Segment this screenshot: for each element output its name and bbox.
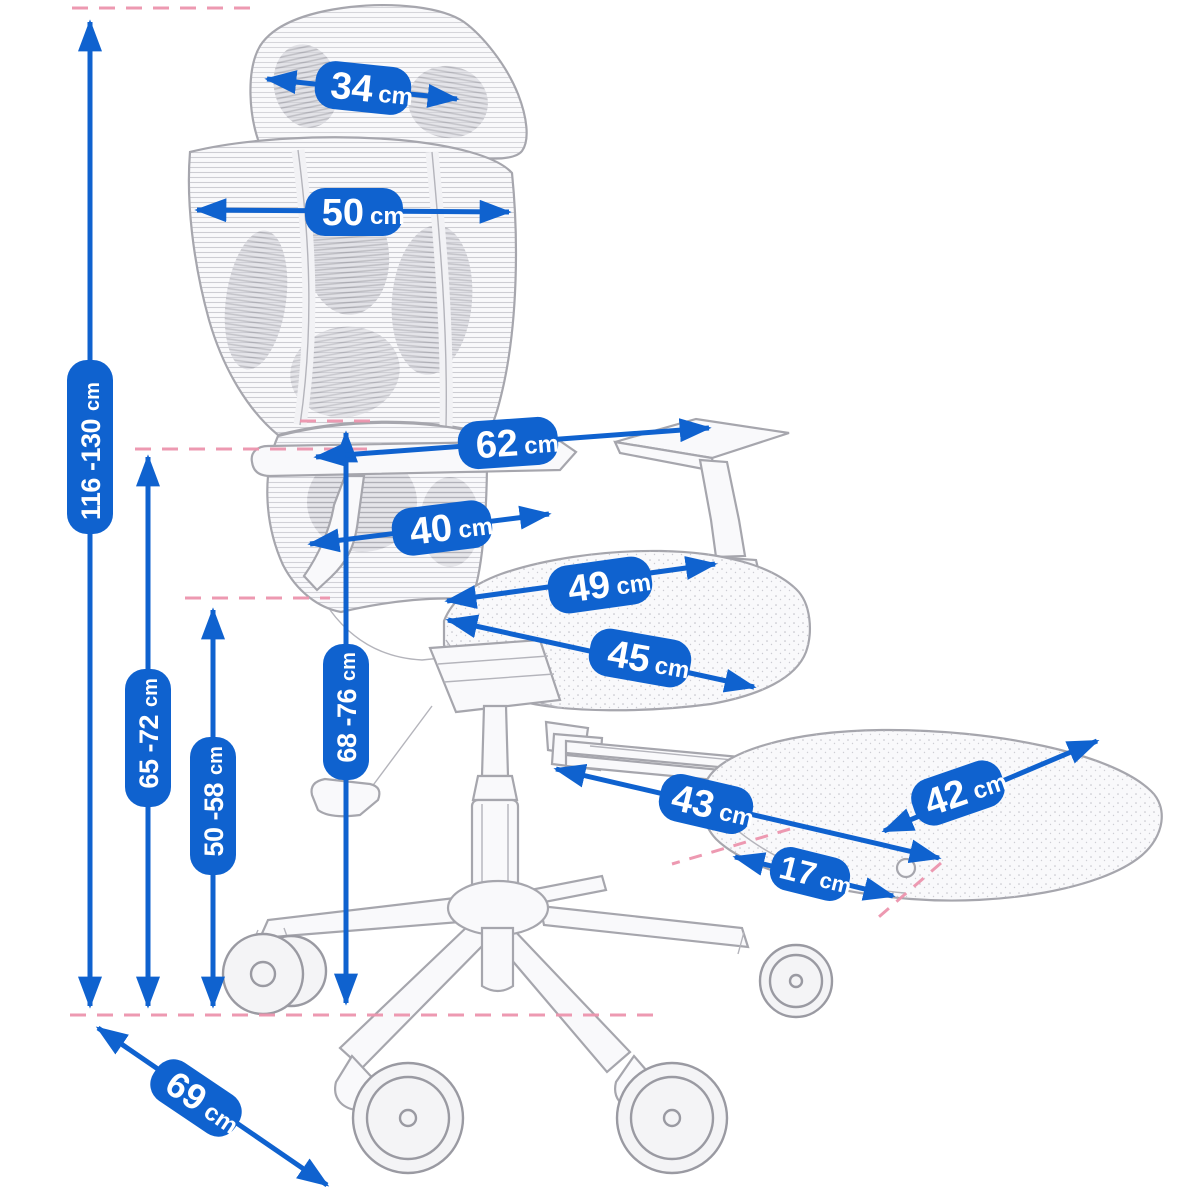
chair-sketch [187, 4, 1163, 1175]
dim-pill [588, 628, 692, 688]
caster-front-left [334, 1054, 465, 1175]
dim-pill [547, 556, 653, 614]
dim-label: 68 -76 cm [323, 644, 369, 780]
dim-value: 49 [565, 564, 613, 611]
dim-label: 65 -72 cm [125, 669, 171, 807]
dim-label: 17 cm [769, 847, 854, 901]
dim-label: 34 cm [314, 61, 414, 115]
dim-value: 65 -72 [134, 715, 164, 789]
caster-right [737, 931, 834, 1019]
caster-left [221, 927, 328, 1016]
dim-headrest-width: 34 cm [264, 61, 460, 115]
dim-unit: cm [370, 203, 405, 230]
caster-hub [662, 1108, 682, 1128]
dim-unit: cm [523, 430, 559, 459]
backrest-shading [391, 225, 473, 375]
dim-pill [305, 188, 403, 236]
caster-front-right [614, 1054, 729, 1175]
caster-hub [249, 960, 277, 988]
dim-pill [911, 760, 1005, 826]
dim-pill [457, 416, 559, 470]
gas-lift-highlight [481, 804, 509, 894]
dim-seat-height: 50 -58 cm [190, 607, 236, 1009]
dim-seat-depth: 49 cm [444, 556, 718, 614]
dim-label: 49 cm [547, 556, 653, 614]
dim-unit: cm [457, 513, 495, 544]
caster-hub [398, 1108, 418, 1128]
dim-value: 116 -130 [76, 419, 106, 520]
footrest [550, 728, 1163, 902]
lever-rod [367, 705, 433, 793]
dim-value: 34 [329, 65, 375, 111]
dim-pill [391, 500, 493, 556]
star-base [221, 874, 834, 1175]
dim-label: 42 cm [911, 760, 1011, 826]
backrest-shading [290, 326, 400, 418]
dim-pill [658, 774, 754, 834]
reference-lines [70, 6, 942, 1017]
dim-pill [314, 61, 412, 115]
dim-width-with-armrests: 62 cm [313, 416, 712, 470]
dim-footrest-rail-length: 43 cm [553, 763, 942, 864]
dim-unit: cm [140, 678, 162, 707]
base-leg-right [538, 904, 750, 949]
dim-unit: cm [653, 652, 692, 685]
dim-value: 43 [668, 777, 719, 827]
dim-unit: cm [82, 382, 104, 411]
dim-pill [67, 360, 113, 534]
dimension-annotations: 116 -130 cm 65 -72 cm 50 -58 cm [67, 19, 1100, 1188]
dim-unit: cm [615, 569, 653, 601]
mechanism-box [428, 638, 562, 714]
dim-label: 40 cm [391, 500, 495, 556]
dim-pill [150, 1059, 242, 1137]
dim-armrest-height: 65 -72 cm [125, 454, 171, 1009]
gas-lift [470, 704, 520, 900]
dim-backrest-lower-width: 40 cm [307, 500, 552, 556]
dim-value: 50 -58 [199, 783, 229, 857]
dim-value: 45 [604, 633, 653, 682]
dim-unit: cm [338, 652, 360, 681]
dim-label: 45 cm [588, 628, 692, 688]
backrest-shading [224, 230, 288, 370]
ref-line-footrest-outer [872, 861, 942, 924]
dim-unit: cm [377, 81, 414, 111]
gas-lift-stub [480, 926, 515, 993]
armrest-far-post [698, 458, 747, 559]
dim-backrest-width: 50 cm [194, 188, 512, 236]
dim-value: 17 [776, 848, 821, 893]
dim-total-height: 116 -130 cm [67, 19, 113, 1009]
dim-label: 62 cm [457, 416, 560, 470]
caster-fork [737, 931, 745, 955]
dim-seat-width: 45 cm [445, 614, 757, 693]
dim-footrest-width: 17 cm [732, 847, 896, 901]
base-leg-front-left [338, 922, 494, 1070]
dim-label: 50 cm [305, 188, 405, 236]
dim-footrest-length: 42 cm [881, 738, 1100, 834]
dim-value: 40 [408, 507, 455, 554]
dim-unit: cm [205, 746, 227, 775]
dim-label: 116 -130 cm [67, 360, 113, 534]
gas-lift-cone [471, 774, 519, 802]
dim-label: 43 cm [658, 774, 756, 834]
gas-lift-shaft [480, 704, 510, 778]
dim-value: 62 [474, 422, 519, 467]
dim-pill [323, 644, 369, 780]
dim-value: 68 -76 [332, 689, 362, 763]
dim-pill [769, 847, 851, 901]
dim-pill [125, 669, 171, 807]
dim-value: 50 [322, 192, 364, 234]
base-leg-left [258, 896, 462, 940]
dim-pill [190, 737, 236, 875]
footrest-knob [895, 857, 917, 879]
caster-hub [788, 973, 804, 989]
dim-base-width: 69 cm [95, 1025, 330, 1188]
backrest-spoke-edge [297, 149, 448, 429]
dim-label: 50 -58 cm [190, 737, 236, 875]
dim-label: 69 cm [150, 1059, 243, 1140]
